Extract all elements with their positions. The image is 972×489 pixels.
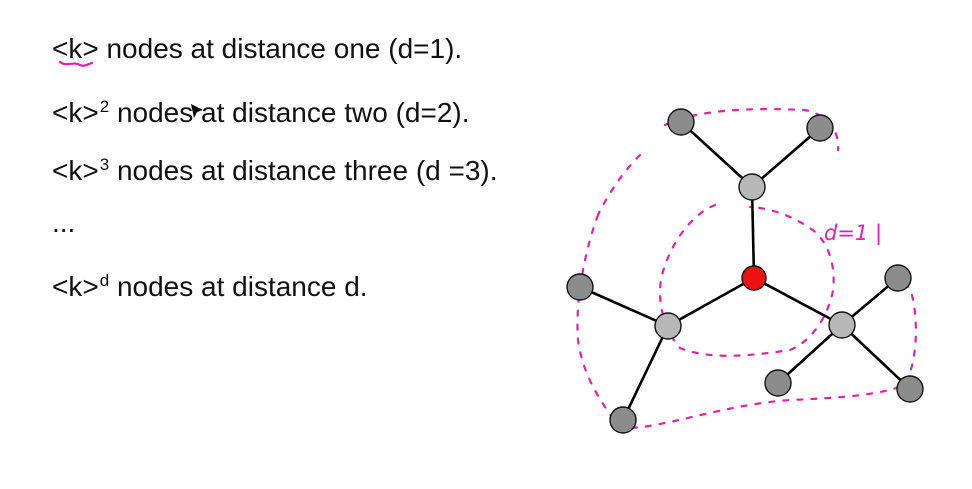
line-text: <k> nodes at distance one (d=1). xyxy=(52,33,463,64)
text-line-ellipsis: ... xyxy=(52,206,75,240)
edge-left-child-lower xyxy=(621,324,670,422)
distance-two-circle xyxy=(576,108,917,430)
node-level2 xyxy=(884,264,912,292)
node-level2 xyxy=(667,108,695,136)
line-exponent: 3 xyxy=(99,155,110,174)
text-line-d1: <k> nodes at distance one (d=1). xyxy=(52,32,462,66)
edge-right-child-far xyxy=(840,323,912,391)
edge-root-top xyxy=(750,185,756,280)
distance-one-circle xyxy=(658,203,835,357)
node-level2 xyxy=(566,273,594,301)
edge-left-child-upper xyxy=(578,285,670,328)
text-line-d2: <k>2 nodes at distance two (d=2). xyxy=(52,90,470,130)
underline-annotation xyxy=(58,60,94,67)
line-text: ... xyxy=(52,207,76,238)
node-level2 xyxy=(764,369,792,397)
line-prefix: <k> xyxy=(52,271,99,302)
node-level2 xyxy=(609,406,637,434)
edge-root-right xyxy=(752,276,844,327)
line-prefix: <k> xyxy=(52,155,99,186)
line-exponent: 2 xyxy=(99,97,110,116)
edge-root-left xyxy=(666,276,756,328)
edge-top-child-right xyxy=(750,126,822,189)
line-prefix: <k> xyxy=(52,97,99,128)
distance-annotation: d=1 | xyxy=(824,221,882,246)
node-level1-left xyxy=(654,312,682,340)
line-text: nodes at distance two (d=2). xyxy=(109,97,470,128)
edge-top-child-left xyxy=(679,120,754,189)
root-node xyxy=(741,265,767,291)
line-text: nodes at distance d. xyxy=(109,271,368,302)
node-level2 xyxy=(806,114,834,142)
node-level1-right xyxy=(828,311,856,339)
node-level2 xyxy=(896,375,924,403)
line-exponent: d xyxy=(99,271,110,290)
text-line-d3: <k>3 nodes at distance three (d =3). xyxy=(52,148,498,188)
text-line-dd: <k>d nodes at distance d. xyxy=(52,264,368,304)
node-level1-top xyxy=(738,173,766,201)
pointer-cursor-icon xyxy=(191,104,203,118)
edge-right-child-lower xyxy=(776,323,844,385)
line-text: nodes at distance three (d =3). xyxy=(109,155,498,186)
